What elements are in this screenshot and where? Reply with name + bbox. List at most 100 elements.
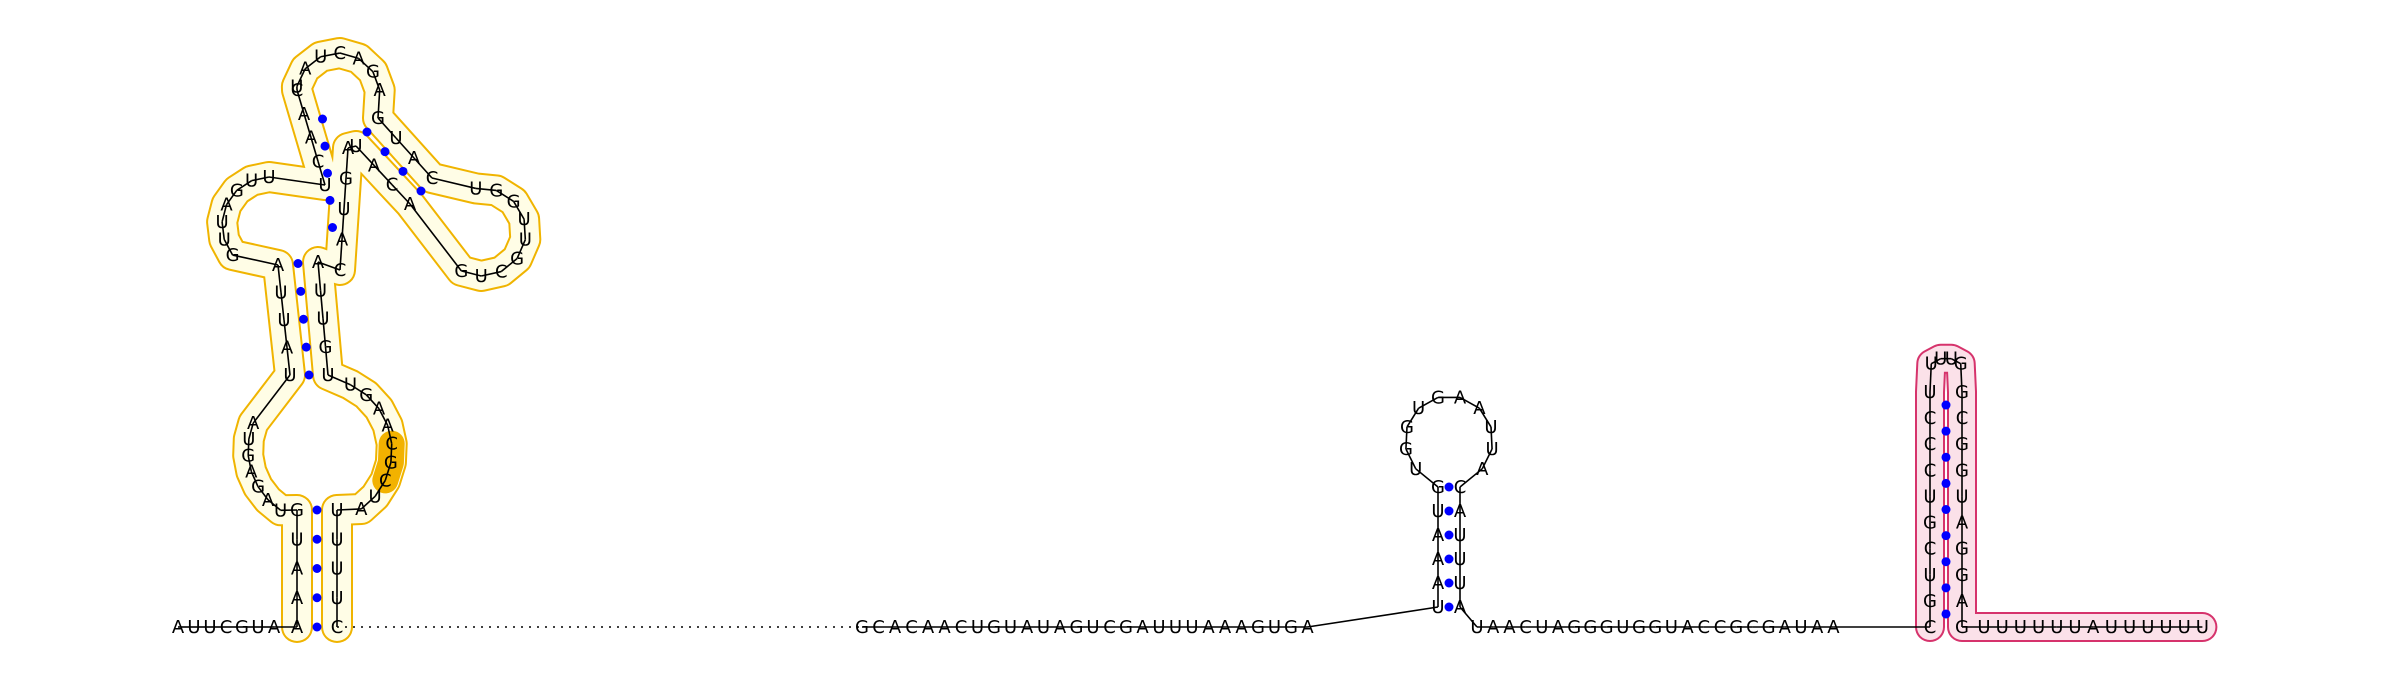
middle-nt: U (1185, 617, 1198, 638)
pink-tail-nt: U (2123, 617, 2136, 638)
backbone-segment (336, 508, 362, 511)
orange-stem2-nt: A (272, 255, 285, 276)
orange-loop2-nt: U (262, 167, 275, 188)
pink-stem-nt: G (1923, 513, 1937, 534)
pink-stem-pair (1941, 531, 1951, 541)
backbone-segment (317, 161, 326, 186)
pink-tail-nt: U (2068, 617, 2081, 638)
orange-loop4-nt: G (489, 180, 503, 201)
between-nt: A (1827, 617, 1840, 638)
backbone-segment (360, 495, 376, 510)
backbone-segment (250, 471, 259, 488)
pink-domain-fill (1917, 345, 2216, 640)
backbone-segment (1459, 396, 1480, 409)
backbone-segment (296, 89, 305, 114)
middle-nt: A (938, 617, 951, 638)
pink-loop-nt: G (1954, 354, 1968, 375)
backbone-segment (409, 203, 462, 272)
middle-nt: G (1119, 617, 1133, 638)
orange-stem4-nt: A (408, 148, 421, 169)
backbone-segment (1481, 448, 1493, 470)
backbone-segment (378, 408, 389, 426)
orange-loop-nt: G (384, 453, 398, 474)
backbone-segment (248, 422, 254, 440)
backbone-segment (523, 219, 527, 240)
middle-nt: A (1021, 617, 1034, 638)
orange-loop-nt: A (355, 499, 368, 520)
orange-stem2-nt: A (312, 252, 325, 273)
orange-stem3-pair (320, 141, 330, 151)
pink-stem-pair (1941, 505, 1951, 514)
pink-stem-pair (1941, 609, 1951, 619)
orange-stem1-nt: G (290, 500, 304, 521)
between-nt: U (1665, 617, 1678, 638)
pink-stem-nt: U (1923, 565, 1936, 586)
between-nt: C (1698, 617, 1711, 638)
backbone-segment (431, 177, 477, 190)
orange-stem1-pair (312, 622, 322, 632)
backbone-segment (377, 89, 381, 119)
backbone-segment (322, 318, 327, 347)
hairpin-stem-nt: U (1453, 573, 1466, 594)
hairpin-stem-nt: U (1453, 525, 1466, 546)
between-nt: A (1552, 617, 1565, 638)
backbone-segment (365, 394, 380, 410)
orange-stem2-pair (293, 259, 303, 268)
between-nt: G (1567, 617, 1581, 638)
middle-nt: U (1152, 617, 1165, 638)
hairpin-pair (1444, 530, 1454, 540)
orange-loop2-nt: A (220, 195, 233, 216)
backbone-segment (390, 443, 393, 463)
middle-nt: A (889, 617, 902, 638)
middle-nt: U (1037, 617, 1050, 638)
middle-nt: U (1169, 617, 1182, 638)
orange-loop4-nt: U (475, 266, 488, 287)
between-nt: G (1632, 617, 1646, 638)
orange-loop4-nt: U (517, 209, 530, 230)
hairpin-pair (1444, 482, 1454, 492)
orange-stem4-nt: A (404, 194, 417, 215)
middle-nt: U (1086, 617, 1099, 638)
orange-loop3-nt: G (366, 62, 380, 83)
pink-tail-nt: U (2050, 617, 2063, 638)
backbone-segment (339, 52, 359, 60)
backbone-segment (1929, 363, 1933, 393)
orange-stem4-nt: C (426, 168, 439, 189)
pink-stem-nt: G (1955, 460, 1969, 481)
backbone-segment (355, 145, 375, 166)
orange-domain-fill (208, 39, 540, 641)
backbone-segment (1490, 426, 1493, 450)
hairpin-stem-nt: A (1454, 501, 1467, 522)
orange-loop3-nt: U (314, 47, 327, 68)
pink-tail-nt: U (2178, 617, 2191, 638)
orange-stem2-nt: G (319, 337, 333, 358)
orange-stem4-nt: U (389, 128, 402, 149)
pink-stem-pair (1941, 583, 1951, 593)
backbone-segment (512, 201, 525, 220)
between-nt: C (1519, 617, 1532, 638)
orange-stem3-nt: A (336, 230, 349, 251)
orange-stem3-nt: C (334, 260, 347, 281)
backbone-segment (1459, 606, 1478, 628)
orange-stem3-pair (318, 114, 327, 124)
middle-nt: G (987, 617, 1001, 638)
orange-stem1-nt: U (330, 529, 343, 550)
orange-loop4-nt: C (495, 262, 508, 283)
backbone-segment (267, 499, 282, 511)
orange-stem2-pair (301, 342, 311, 352)
orange-stem1-nt: C (331, 617, 344, 638)
backbone-segment (1478, 407, 1492, 428)
backbone-segment (1405, 426, 1408, 450)
pink-stem-nt: U (1955, 486, 1968, 507)
pink-tail-nt: U (2141, 617, 2154, 638)
middle-nt: G (855, 617, 869, 638)
backbone-segment (481, 270, 502, 277)
backbone-segment (317, 261, 322, 291)
orange-stem4-pair (398, 166, 408, 176)
orange-stem2-nt: A (281, 338, 294, 359)
backbone-segment (1307, 606, 1439, 628)
orange-loop3-nt: A (299, 59, 312, 80)
pink-stem-nt: G (1923, 591, 1937, 612)
between-nt: C (1714, 617, 1727, 638)
hairpin-loop-nt: G (1431, 387, 1445, 408)
